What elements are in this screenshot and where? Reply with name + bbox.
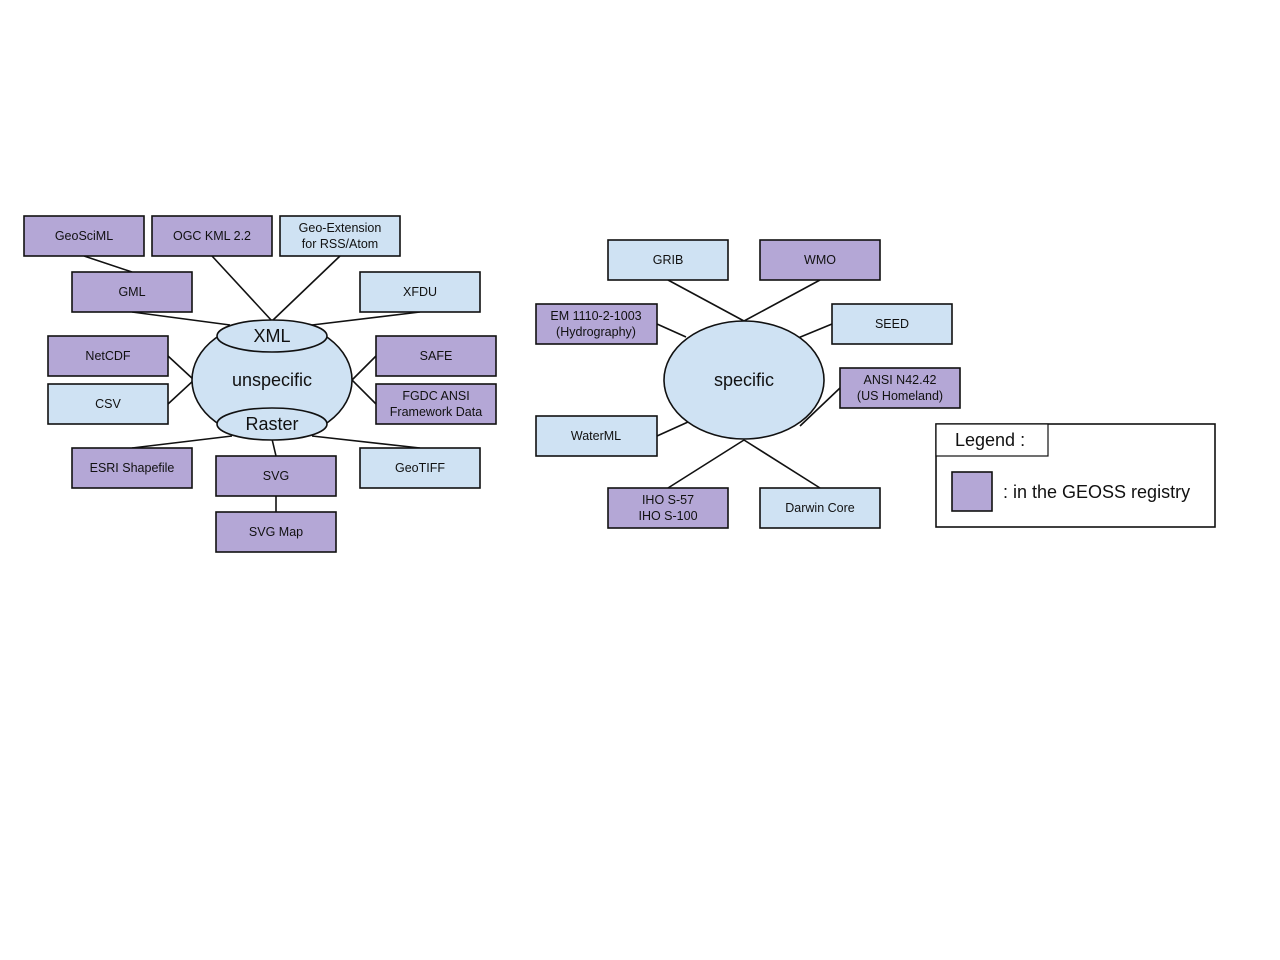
node-wmo[interactable]: WMO <box>759 239 881 281</box>
connector-grib-hub <box>667 279 745 322</box>
node-csv[interactable]: CSV <box>47 383 169 425</box>
raster-ellipse[interactable] <box>216 407 328 441</box>
node-geotiff[interactable]: GeoTIFF <box>359 447 481 489</box>
node-iho-label-2: IHO S-100 <box>638 509 697 523</box>
node-gml-label: GML <box>118 285 145 299</box>
connector-wmo-hub <box>743 279 821 322</box>
node-iho-label-1: IHO S-57 <box>642 493 694 507</box>
connector-netcdf-hub <box>167 355 195 381</box>
node-waterml[interactable]: WaterML <box>535 415 658 457</box>
node-seed[interactable]: SEED <box>831 303 953 345</box>
node-em-label-1: EM 1110-2-1003 <box>550 309 641 323</box>
node-fgdc-label-2: Framework Data <box>390 405 482 419</box>
connector-ansi-hub <box>799 387 841 427</box>
connector-geoext-xml <box>271 255 341 322</box>
connector-xfdu-xml <box>311 311 421 326</box>
node-safe[interactable]: SAFE <box>375 335 497 377</box>
node-svg-map-label: SVG Map <box>249 525 303 539</box>
connector-esri-raster <box>131 435 233 449</box>
connector-gml-xml <box>131 311 231 326</box>
node-em-label-2: (Hydrography) <box>556 325 636 339</box>
node-geosciml-label: GeoSciML <box>55 229 113 243</box>
node-geo-extension-label-1: Geo-Extension <box>299 221 382 235</box>
node-grib-label: GRIB <box>653 253 684 267</box>
node-gml[interactable]: GML <box>71 271 193 313</box>
xml-label: XML <box>253 326 290 346</box>
connector-seed-hub <box>797 323 833 339</box>
node-darwin-core-label: Darwin Core <box>785 501 855 515</box>
node-ansi-label-1: ANSI N42.42 <box>864 373 937 387</box>
connector-safe-hub <box>351 355 377 381</box>
connector-kml-xml <box>211 255 273 322</box>
legend: Legend : : in the GEOSS registry <box>935 423 1216 528</box>
connector-svg-raster <box>271 438 277 457</box>
node-geo-extension-label-2: for RSS/Atom <box>302 237 378 251</box>
node-wmo-label: WMO <box>804 253 836 267</box>
node-csv-label: CSV <box>95 397 121 411</box>
node-xfdu[interactable]: XFDU <box>359 271 481 313</box>
specific-cluster: specific GRIB WMO EM 1110-2-1003 (Hydrog… <box>535 239 961 529</box>
connector-waterml-hub <box>656 421 689 437</box>
node-xfdu-label: XFDU <box>403 285 437 299</box>
node-seed-label: SEED <box>875 317 909 331</box>
node-esri-shapefile-label: ESRI Shapefile <box>90 461 175 475</box>
connector-fgdc-hub <box>351 379 377 405</box>
node-geotiff-label: GeoTIFF <box>395 461 445 475</box>
node-esri-shapefile[interactable]: ESRI Shapefile <box>71 447 193 489</box>
node-fgdc-label-1: FGDC ANSI <box>402 389 469 403</box>
node-svg-map[interactable]: SVG Map <box>215 511 337 553</box>
node-safe-label: SAFE <box>420 349 453 363</box>
legend-swatch <box>951 471 993 512</box>
node-em-hydrography[interactable]: EM 1110-2-1003 (Hydrography) <box>535 303 658 345</box>
legend-entry-label: : in the GEOSS registry <box>1003 482 1190 502</box>
node-grib[interactable]: GRIB <box>607 239 729 281</box>
connector-darwin-hub <box>743 439 821 489</box>
unspecific-cluster: unspecific XML Raster GeoSciML OGC KML 2… <box>23 215 497 553</box>
node-netcdf[interactable]: NetCDF <box>47 335 169 377</box>
connector-geosciml-gml <box>83 255 133 273</box>
node-netcdf-label: NetCDF <box>85 349 131 363</box>
xml-ellipse[interactable] <box>216 319 328 353</box>
connector-iho-hub <box>667 439 745 489</box>
node-svg-label: SVG <box>263 469 289 483</box>
legend-title: Legend : <box>955 430 1025 450</box>
legend-title-box <box>935 423 1049 457</box>
node-iho[interactable]: IHO S-57 IHO S-100 <box>607 487 729 529</box>
unspecific-hub-label: unspecific <box>232 370 312 390</box>
node-ogc-kml-label: OGC KML 2.2 <box>173 229 251 243</box>
node-geosciml[interactable]: GeoSciML <box>23 215 145 257</box>
connector-csv-hub <box>167 379 195 405</box>
node-geo-extension[interactable]: Geo-Extension for RSS/Atom <box>279 215 401 257</box>
node-ogc-kml[interactable]: OGC KML 2.2 <box>151 215 273 257</box>
node-waterml-label: WaterML <box>571 429 621 443</box>
node-fgdc[interactable]: FGDC ANSI Framework Data <box>375 383 497 425</box>
connector-geotiff-raster <box>311 435 421 449</box>
connectors <box>83 255 841 512</box>
specific-hub-ellipse[interactable] <box>663 320 825 440</box>
raster-label: Raster <box>245 414 298 434</box>
connector-em-hub <box>656 323 687 338</box>
node-ansi-label-2: (US Homeland) <box>857 389 943 403</box>
node-darwin-core[interactable]: Darwin Core <box>759 487 881 529</box>
specific-hub-label: specific <box>714 370 774 390</box>
node-svg[interactable]: SVG <box>215 455 337 497</box>
node-ansi[interactable]: ANSI N42.42 (US Homeland) <box>839 367 961 409</box>
